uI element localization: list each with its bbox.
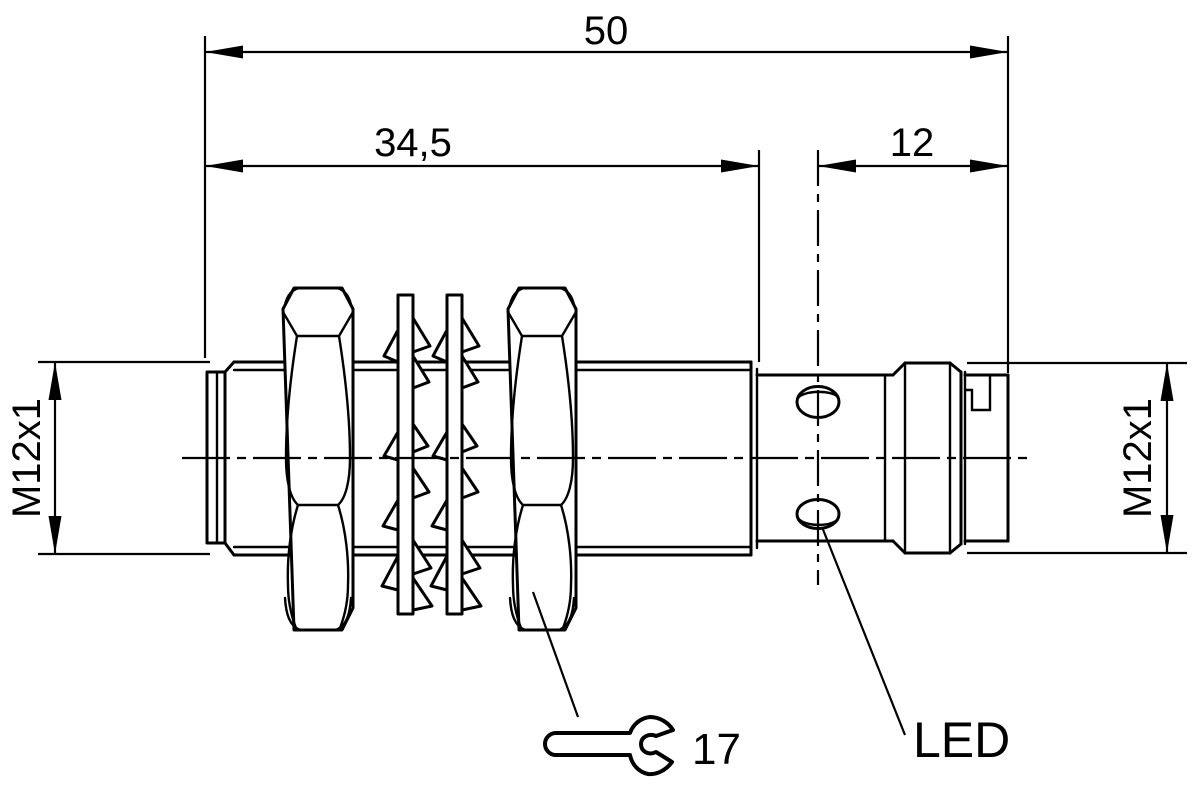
- rear-housing: [755, 373, 895, 543]
- arrowhead-right: [721, 159, 759, 173]
- arrowhead-right: [970, 159, 1008, 173]
- connector-chamfer-tr: [948, 361, 963, 374]
- dim-overall-length: 50: [203, 9, 1010, 373]
- nut-top-chamfer-arcs: [508, 286, 576, 307]
- wrench-leader-line: [531, 591, 580, 718]
- washer-tooth: [430, 498, 449, 532]
- nut-bottom-chamfer-arcs: [508, 596, 576, 632]
- arrowhead-right: [970, 45, 1008, 59]
- washer-tooth: [411, 538, 433, 576]
- nut-facet-left: [509, 334, 525, 507]
- led-leader-line: [820, 526, 907, 736]
- washer-tooth: [431, 430, 449, 462]
- nut-top-shoulder: [506, 310, 578, 338]
- dim-led-offset: 12: [818, 121, 1008, 173]
- lock-washer-rear: [429, 293, 483, 616]
- washer-body: [445, 293, 464, 616]
- connector-chamfer-tl: [891, 361, 907, 377]
- arrowhead-top: [48, 362, 62, 400]
- washer-tooth: [460, 538, 482, 576]
- nut-facet-left: [284, 334, 300, 507]
- wrench-icon: [543, 715, 675, 777]
- washer-tooth: [382, 328, 400, 364]
- washer-tooth: [382, 430, 400, 462]
- washer-tooth: [429, 554, 449, 592]
- arrowhead-top: [1160, 363, 1174, 401]
- washer-tooth: [460, 422, 479, 454]
- connector-chamfer-br: [948, 542, 963, 555]
- arrowhead-left: [818, 159, 856, 173]
- nut-bottom-chamfer-arcs: [283, 596, 353, 632]
- nut-facet-left-lower: [511, 503, 525, 630]
- washer-tooth: [411, 576, 434, 612]
- lock-washer-front: [380, 293, 434, 616]
- nut-top-shoulder: [281, 310, 355, 338]
- nut-facet-left-lower: [286, 503, 300, 630]
- front-chamfer-bottom: [223, 541, 236, 557]
- arrowhead-left: [205, 45, 243, 59]
- dim-rear-thread: M12x1: [967, 361, 1187, 555]
- dim-front-thread: M12x1: [5, 360, 210, 556]
- connector-keyway: [963, 373, 992, 412]
- front-chamfer-top: [223, 360, 236, 374]
- washer-tooth: [411, 316, 432, 354]
- washer-tooth: [460, 466, 480, 500]
- washer-tooth: [380, 554, 400, 592]
- wrench-size-label: 17: [692, 725, 741, 774]
- arrowhead-left: [205, 159, 243, 173]
- washer-tooth: [460, 576, 483, 612]
- connector-chamfer-bl: [891, 539, 907, 555]
- dim-label-thread-length: 34,5: [374, 121, 452, 165]
- dim-label-front-thread: M12x1: [5, 398, 49, 518]
- led-label: LED: [913, 712, 1010, 768]
- nut-facet-right: [336, 334, 352, 507]
- wrench-callout: 17: [531, 591, 741, 777]
- dim-thread-length: 34,5: [205, 121, 761, 362]
- washer-tooth: [411, 422, 430, 454]
- sensor-body: [205, 286, 1010, 632]
- led-callout: LED: [820, 526, 1010, 768]
- dim-label-rear-thread: M12x1: [1116, 398, 1160, 518]
- washer-tooth: [411, 466, 431, 500]
- dim-label-led-offset: 12: [890, 121, 935, 165]
- arrowhead-bottom: [1160, 515, 1174, 553]
- washer-body: [396, 293, 415, 616]
- nut-facet-right-lower: [336, 503, 350, 630]
- nut-facet-right-lower: [559, 503, 573, 630]
- washer-tooth: [381, 498, 400, 532]
- dim-label-overall-length: 50: [584, 9, 629, 53]
- arrowhead-bottom: [48, 516, 62, 554]
- washer-tooth: [431, 328, 449, 364]
- nut-facet-right: [559, 334, 575, 507]
- centerlines: [182, 150, 1032, 585]
- washer-tooth: [460, 316, 481, 354]
- nut-top-chamfer-arcs: [283, 286, 353, 307]
